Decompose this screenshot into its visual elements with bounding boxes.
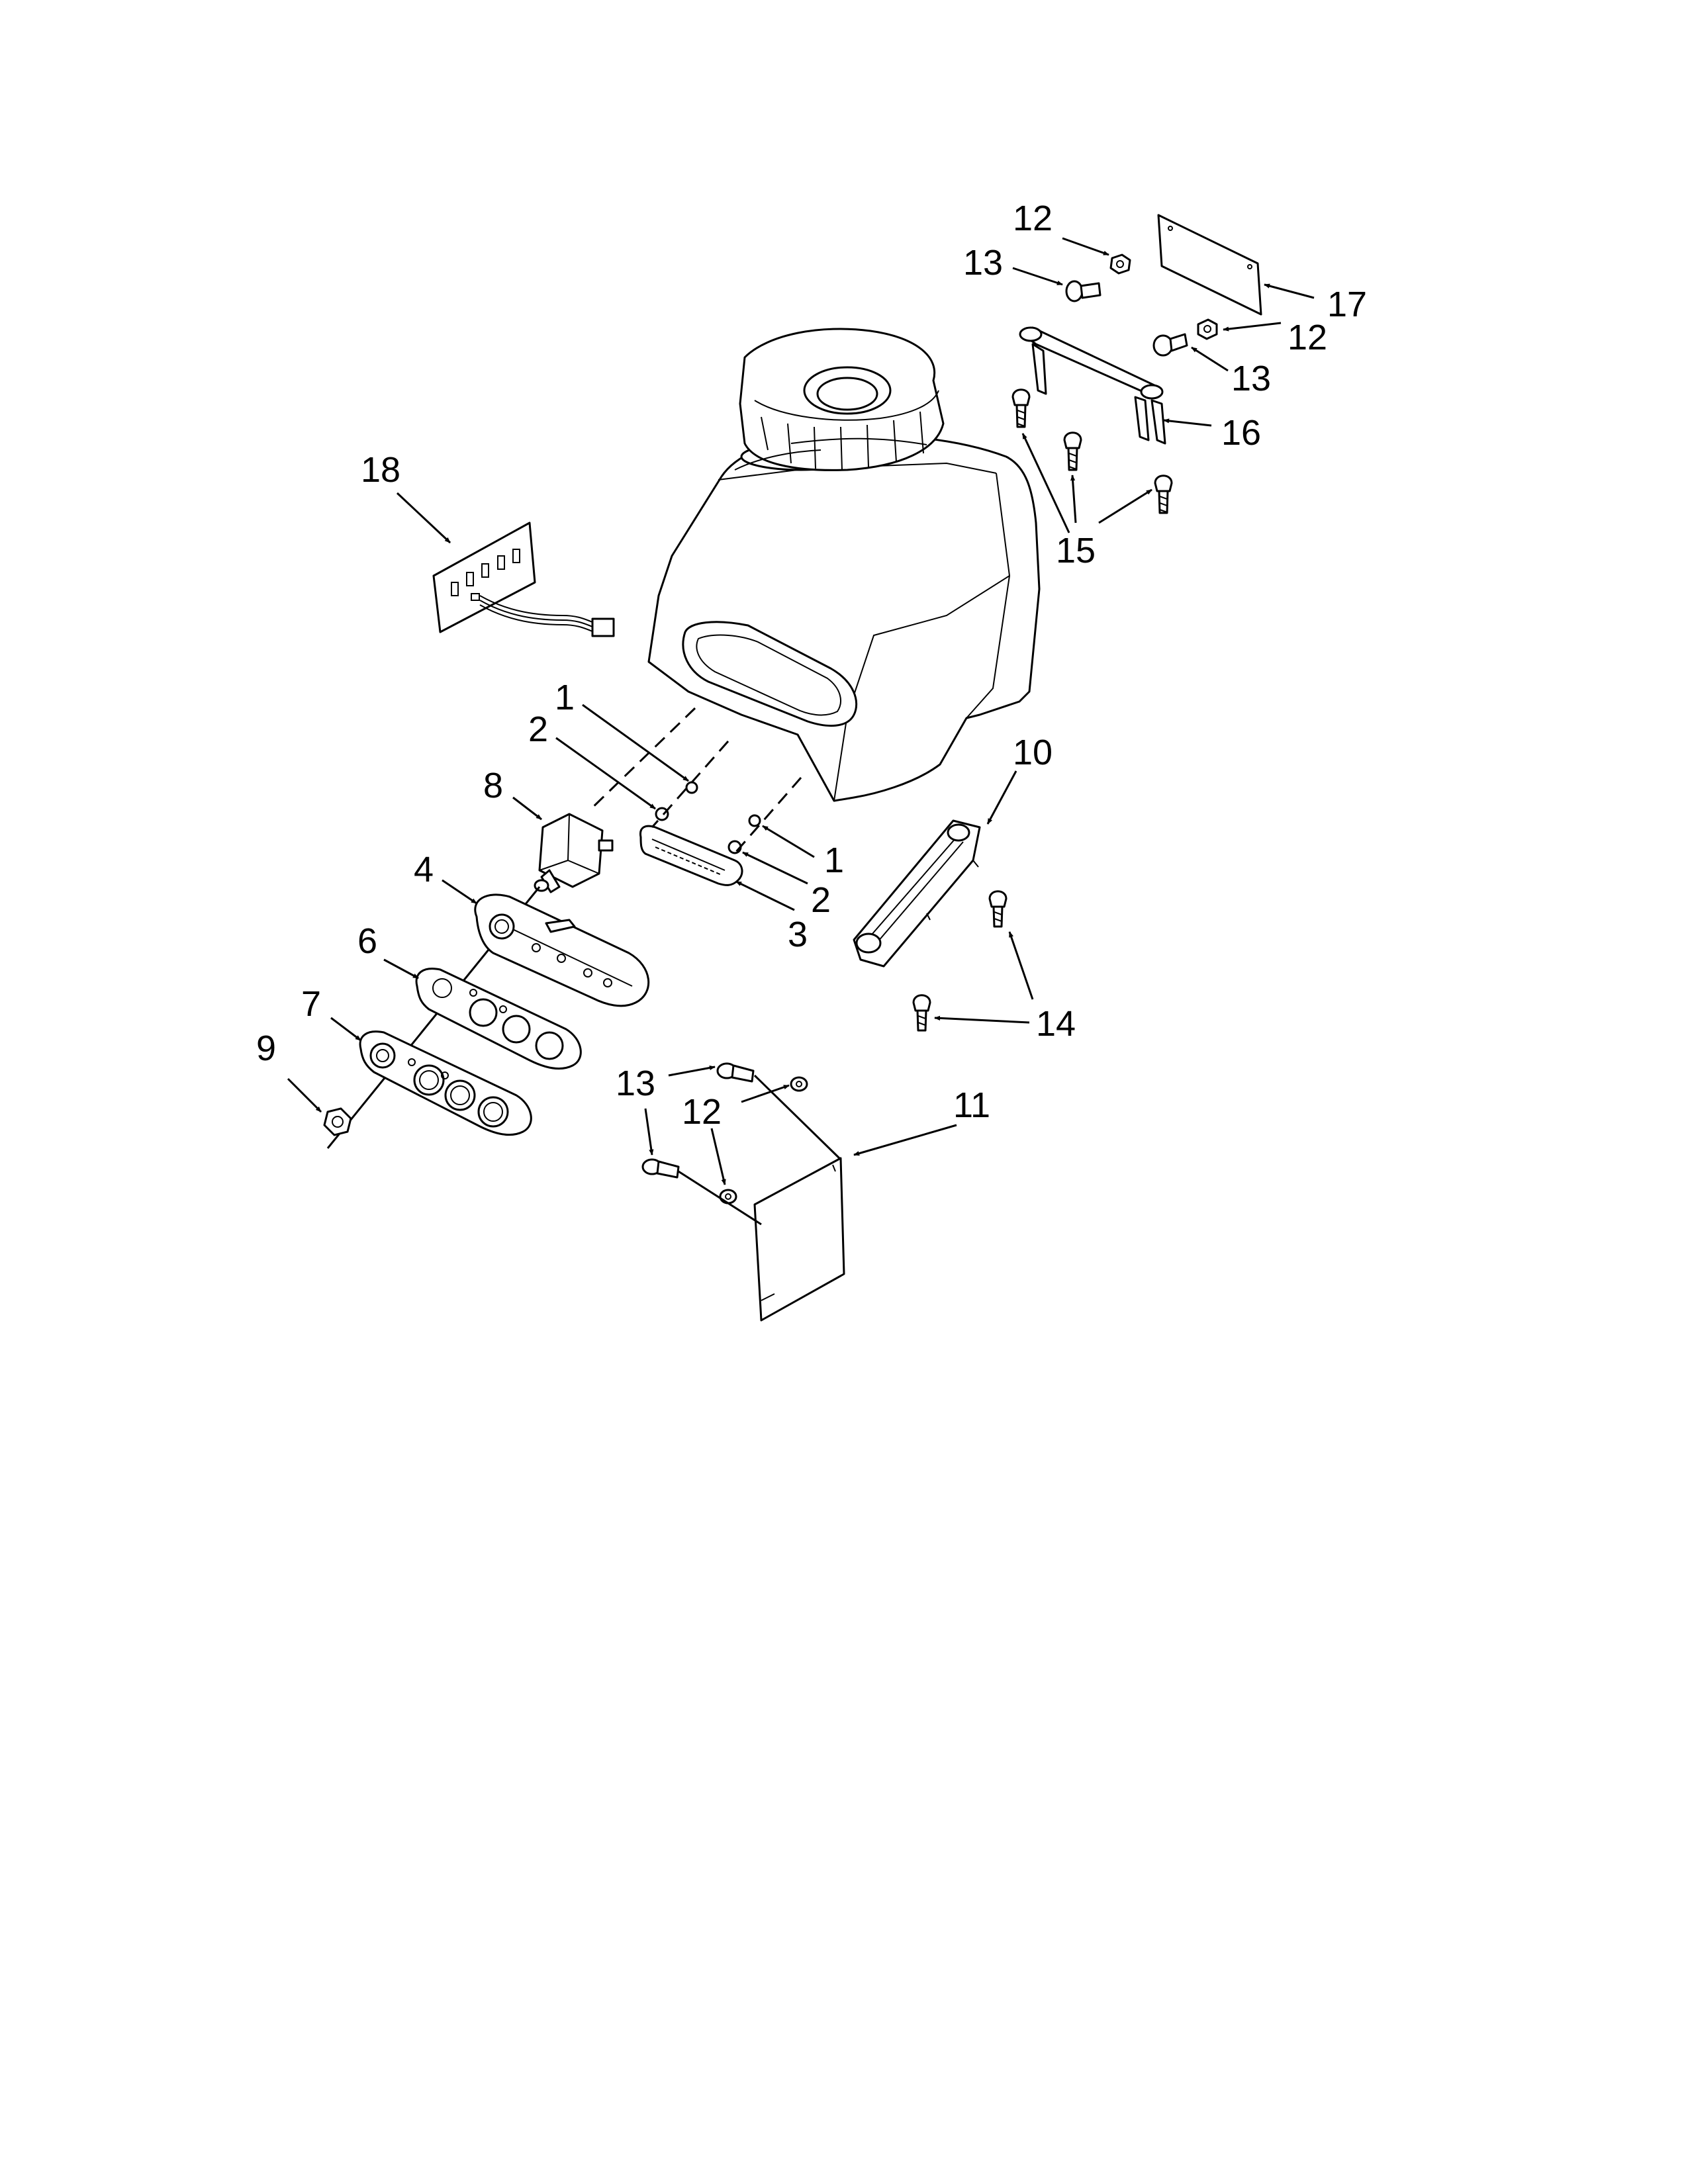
callout-7: 7 bbox=[301, 984, 321, 1024]
screw-part-15-c bbox=[1154, 475, 1173, 514]
screw-part-13-bottom-b bbox=[641, 1158, 680, 1179]
callout-6: 6 bbox=[357, 921, 377, 961]
cover-plate-part-11 bbox=[753, 1157, 845, 1322]
screw-part-13-top bbox=[1065, 280, 1102, 302]
callout-12-bottom: 12 bbox=[682, 1092, 722, 1132]
callout-2-top: 2 bbox=[528, 709, 548, 749]
gasket-part-6 bbox=[415, 968, 582, 1070]
nut-part-12-bottom-a bbox=[790, 1076, 808, 1092]
bracket-part-16 bbox=[1019, 326, 1166, 445]
nut-part-12-right bbox=[1197, 318, 1218, 340]
callout-13-top: 13 bbox=[963, 243, 1003, 283]
callout-1-right: 1 bbox=[824, 841, 844, 880]
callout-9: 9 bbox=[256, 1028, 276, 1068]
assembly-line-part-1-top bbox=[651, 741, 729, 828]
callout-13-right: 13 bbox=[1231, 359, 1271, 398]
callout-16: 16 bbox=[1221, 413, 1261, 453]
callout-17: 17 bbox=[1327, 285, 1367, 324]
blender-base-housing bbox=[647, 328, 1041, 802]
nameplate-part-3 bbox=[639, 825, 743, 886]
overlay-part-7 bbox=[359, 1030, 532, 1136]
callout-11: 11 bbox=[953, 1085, 990, 1125]
nut-part-9 bbox=[323, 1107, 352, 1136]
assembly-line-part-8 bbox=[588, 707, 696, 812]
callout-3: 3 bbox=[788, 915, 808, 954]
switch-part-8 bbox=[534, 813, 614, 893]
callout-labels: 12 13 17 12 13 16 15 18 1 2 8 1 2 3 4 6 … bbox=[256, 199, 1367, 1132]
circuit-board-part-18 bbox=[432, 522, 615, 637]
callout-2-right: 2 bbox=[811, 880, 831, 920]
callout-12-top: 12 bbox=[1013, 199, 1053, 238]
assembly-line-part-1-right bbox=[730, 777, 802, 858]
screw-part-13-bottom-a bbox=[716, 1062, 755, 1083]
nut-part-12-top bbox=[1109, 253, 1131, 275]
callout-15: 15 bbox=[1056, 531, 1096, 570]
control-bezel-part-4 bbox=[474, 893, 650, 1007]
screw-part-13-right bbox=[1152, 333, 1188, 357]
nut-part-12-bottom-b bbox=[719, 1189, 737, 1205]
bracket-part-10 bbox=[853, 819, 981, 968]
callout-13-bottom: 13 bbox=[616, 1064, 655, 1103]
screw-part-14-a bbox=[988, 890, 1008, 928]
callout-18: 18 bbox=[361, 450, 400, 490]
washer-part-2-top bbox=[655, 807, 669, 821]
assembly-line-part-11-b bbox=[678, 1170, 762, 1226]
screw-part-15-a bbox=[1011, 388, 1031, 428]
callout-4: 4 bbox=[414, 850, 434, 889]
screw-part-15-b bbox=[1063, 432, 1082, 471]
callout-12-right: 12 bbox=[1288, 318, 1327, 357]
plate-part-17 bbox=[1157, 214, 1262, 316]
callout-1-top: 1 bbox=[555, 678, 575, 717]
assembly-line-part-11-a bbox=[753, 1074, 841, 1160]
callout-8: 8 bbox=[483, 766, 503, 805]
fastener-part-1-right bbox=[748, 814, 761, 827]
fastener-part-1-top bbox=[685, 781, 698, 794]
callout-10: 10 bbox=[1013, 733, 1053, 772]
callout-14: 14 bbox=[1036, 1004, 1076, 1044]
screw-part-14-b bbox=[912, 994, 931, 1032]
leader-arrows bbox=[287, 237, 1315, 1185]
